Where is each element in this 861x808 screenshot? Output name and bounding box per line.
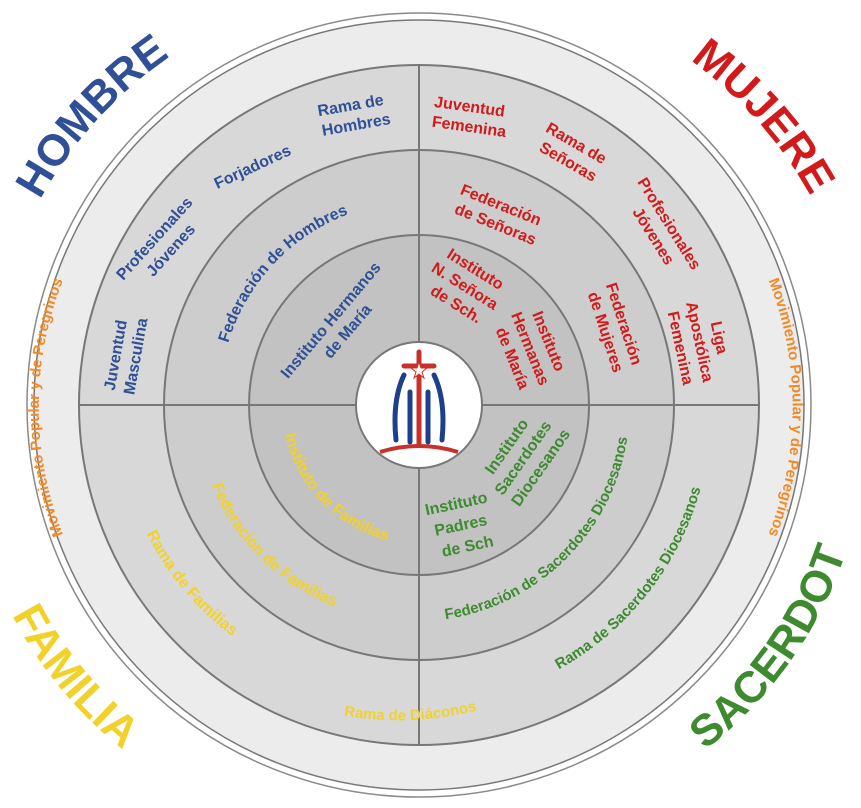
shrine-logo-icon <box>379 349 459 454</box>
